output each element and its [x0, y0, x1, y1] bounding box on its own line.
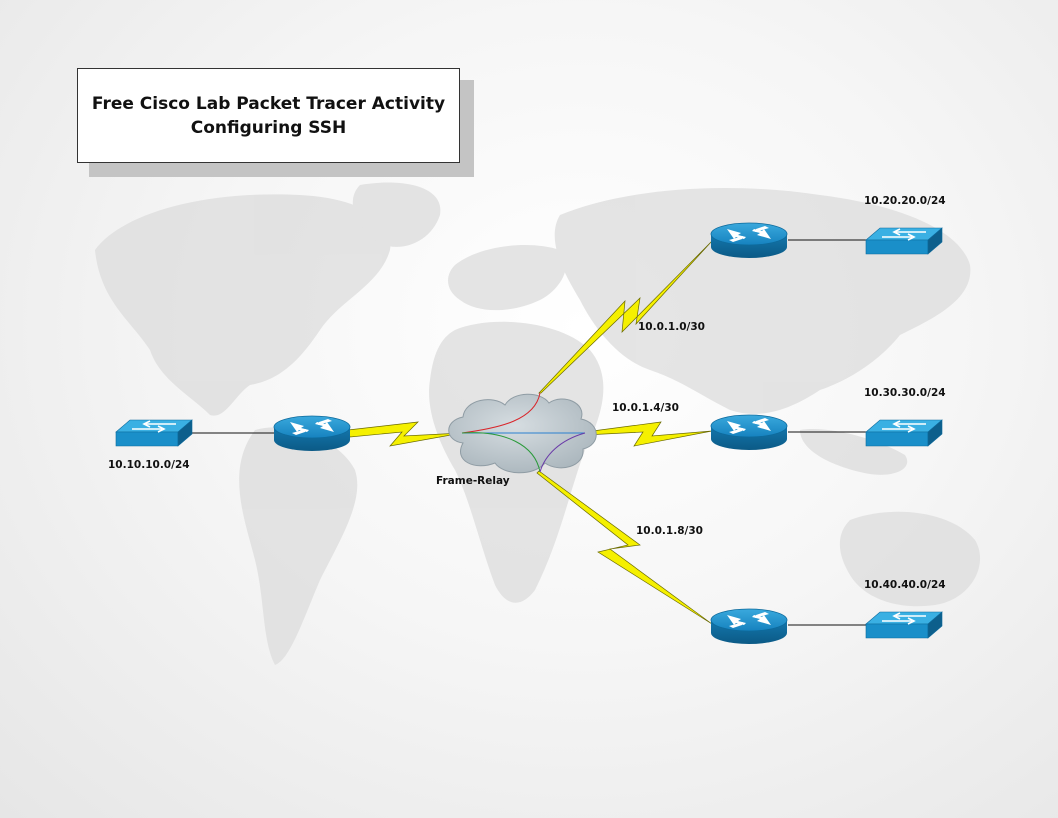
router-icon — [710, 608, 788, 645]
network-label-left: 10.10.10.0/24 — [108, 459, 190, 471]
router-icon — [273, 415, 351, 452]
router-left[interactable] — [273, 415, 351, 452]
router-icon — [710, 222, 788, 259]
serial-link-bottom — [536, 470, 713, 625]
serial-link-mid — [584, 421, 713, 447]
switch-icon — [865, 611, 943, 639]
network-label-mid: 10.30.30.0/24 — [864, 387, 946, 399]
title-line-2: Configuring SSH — [190, 117, 347, 138]
switch-top[interactable] — [865, 227, 943, 255]
serial-link-left — [347, 421, 463, 447]
serial-links — [347, 240, 713, 625]
network-label-bottom: 10.40.40.0/24 — [864, 579, 946, 591]
serial-link-top — [538, 240, 713, 394]
router-top[interactable] — [710, 222, 788, 259]
wan-label-mid: 10.0.1.4/30 — [612, 402, 679, 414]
router-mid[interactable] — [710, 414, 788, 451]
switch-icon — [865, 227, 943, 255]
switch-bottom[interactable] — [865, 611, 943, 639]
pvc-red — [461, 392, 541, 434]
wan-label-top: 10.0.1.0/30 — [638, 321, 705, 333]
switch-mid[interactable] — [865, 419, 943, 447]
network-label-top: 10.20.20.0/24 — [864, 195, 946, 207]
pvc-lines — [461, 392, 586, 473]
switch-left[interactable] — [115, 419, 193, 447]
title-line-1: Free Cisco Lab Packet Tracer Activity — [91, 93, 446, 114]
frame-relay-label: Frame-Relay — [436, 475, 510, 487]
title-box: Free Cisco Lab Packet Tracer Activity Co… — [77, 68, 460, 163]
switch-icon — [865, 419, 943, 447]
wan-label-bottom: 10.0.1.8/30 — [636, 525, 703, 537]
router-bottom[interactable] — [710, 608, 788, 645]
pvc-purple — [539, 432, 586, 473]
router-icon — [710, 414, 788, 451]
switch-icon — [115, 419, 193, 447]
pvc-green — [461, 432, 541, 473]
ethernet-links — [190, 239, 866, 626]
